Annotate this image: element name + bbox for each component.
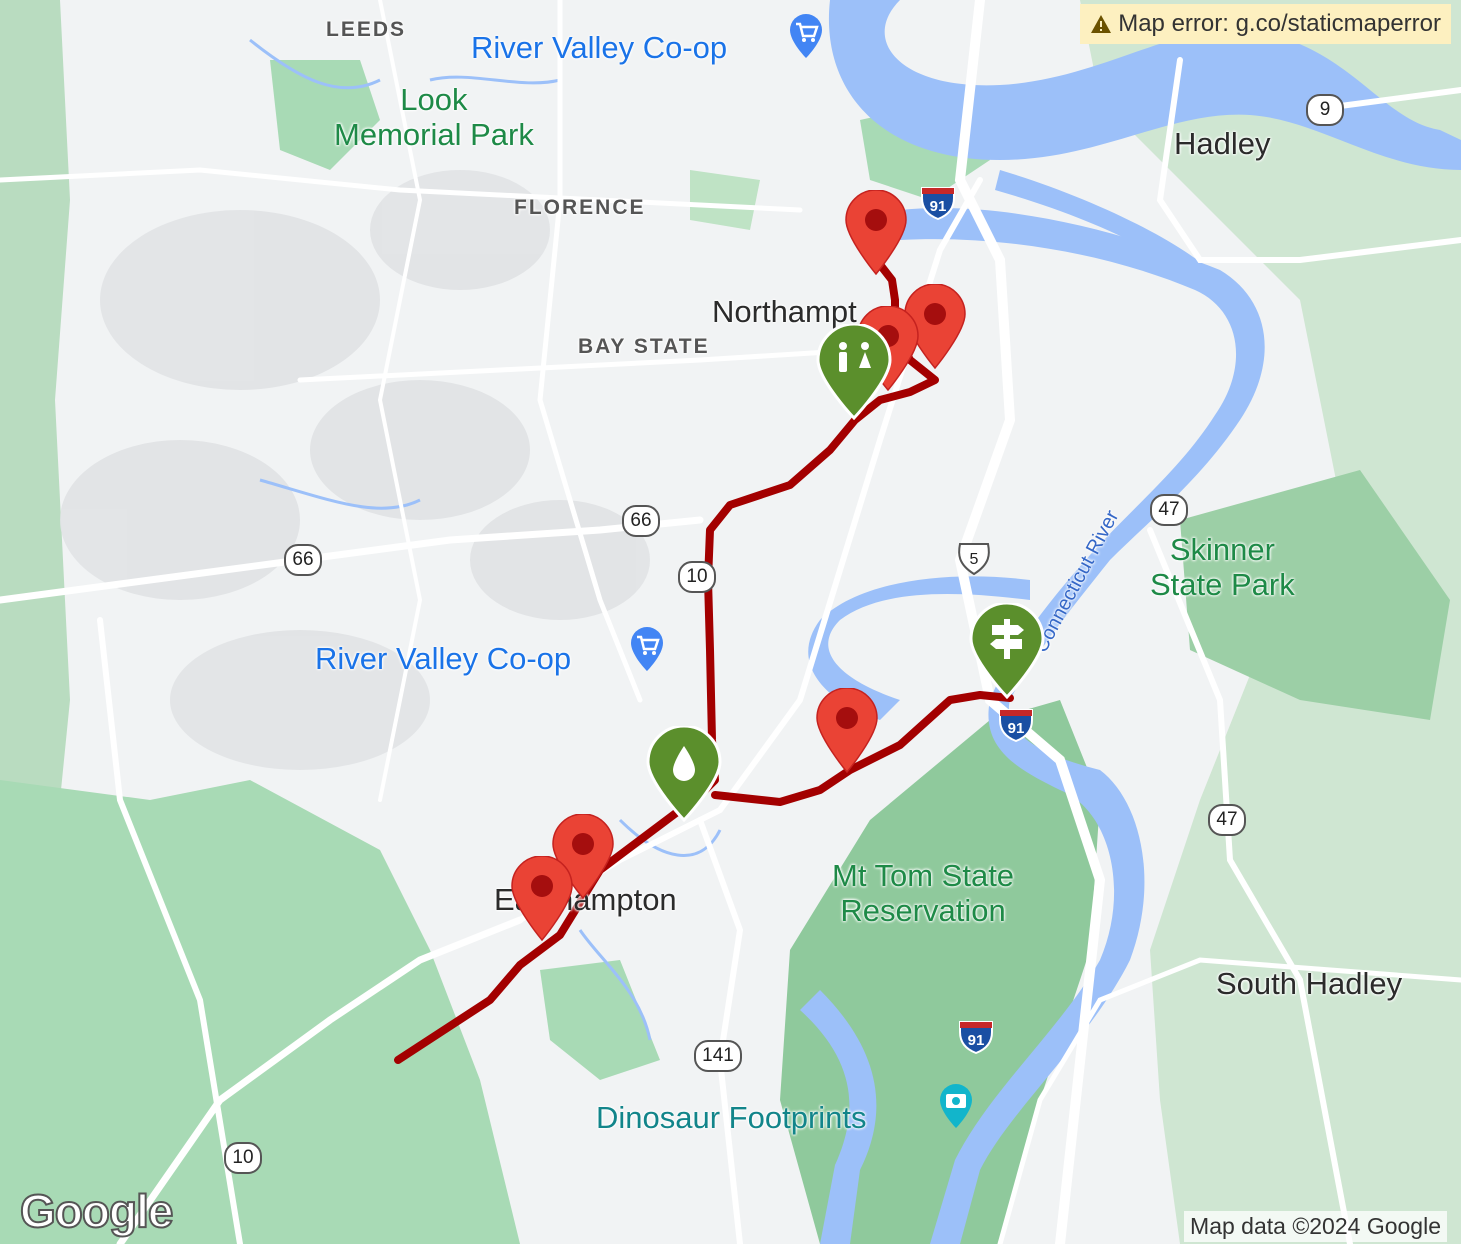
interstate-91-shield-north: 91 <box>921 187 955 220</box>
route-66-shield-west: 66 <box>284 544 322 576</box>
red-pin-icon[interactable] <box>510 856 574 942</box>
svg-text:91: 91 <box>1008 720 1025 737</box>
route-66-shield-east: 66 <box>622 505 660 537</box>
route-141-shield: 141 <box>694 1040 742 1072</box>
place-label-florence: FLORENCE <box>514 196 646 219</box>
water-drop-icon[interactable] <box>645 726 723 822</box>
place-label-south-hadley: South Hadley <box>1216 966 1403 1001</box>
park-label-look-memorial: Look Memorial Park <box>334 82 534 152</box>
signpost-icon[interactable] <box>968 603 1046 699</box>
camera-icon[interactable] <box>936 1082 976 1130</box>
route-10-shield-south: 10 <box>224 1142 262 1174</box>
place-label-northampton: Northampt <box>712 294 857 329</box>
place-label-bay-state: BAY STATE <box>578 335 710 358</box>
route-47-shield-north: 47 <box>1150 494 1188 526</box>
us-5-shield: 5 <box>958 543 990 576</box>
map-error-banner[interactable]: Map error: g.co/staticmaperror <box>1080 4 1451 44</box>
route-9-shield: 9 <box>1306 94 1344 126</box>
warning-icon <box>1091 15 1112 33</box>
red-pin-icon[interactable] <box>815 688 879 774</box>
interstate-91-shield-mid: 91 <box>999 709 1033 742</box>
park-label-skinner: Skinner State Park <box>1150 532 1295 602</box>
park-label-mt-tom: Mt Tom State Reservation <box>832 858 1015 928</box>
svg-text:91: 91 <box>930 198 947 215</box>
restroom-icon[interactable] <box>815 324 893 420</box>
place-label-hadley: Hadley <box>1174 126 1271 161</box>
google-logo: Google <box>19 1184 174 1238</box>
poi-label-coop-north[interactable]: River Valley Co-op <box>471 30 728 65</box>
route-10-shield-north: 10 <box>678 561 716 593</box>
poi-label-coop-south[interactable]: River Valley Co-op <box>315 641 572 676</box>
poi-label-dinosaur-footprints[interactable]: Dinosaur Footprints <box>596 1100 867 1135</box>
route-47-shield-south: 47 <box>1208 804 1246 836</box>
red-pin-icon[interactable] <box>844 190 908 276</box>
svg-text:5: 5 <box>970 551 979 568</box>
shopping-cart-icon[interactable] <box>627 625 667 673</box>
place-label-leeds: LEEDS <box>326 18 407 41</box>
svg-text:91: 91 <box>968 1032 985 1049</box>
shopping-cart-icon[interactable] <box>786 12 826 60</box>
map-error-text: Map error: g.co/staticmaperror <box>1118 10 1441 37</box>
map-copyright: Map data ©2024 Google <box>1184 1211 1447 1242</box>
interstate-91-shield-south: 91 <box>959 1021 993 1054</box>
